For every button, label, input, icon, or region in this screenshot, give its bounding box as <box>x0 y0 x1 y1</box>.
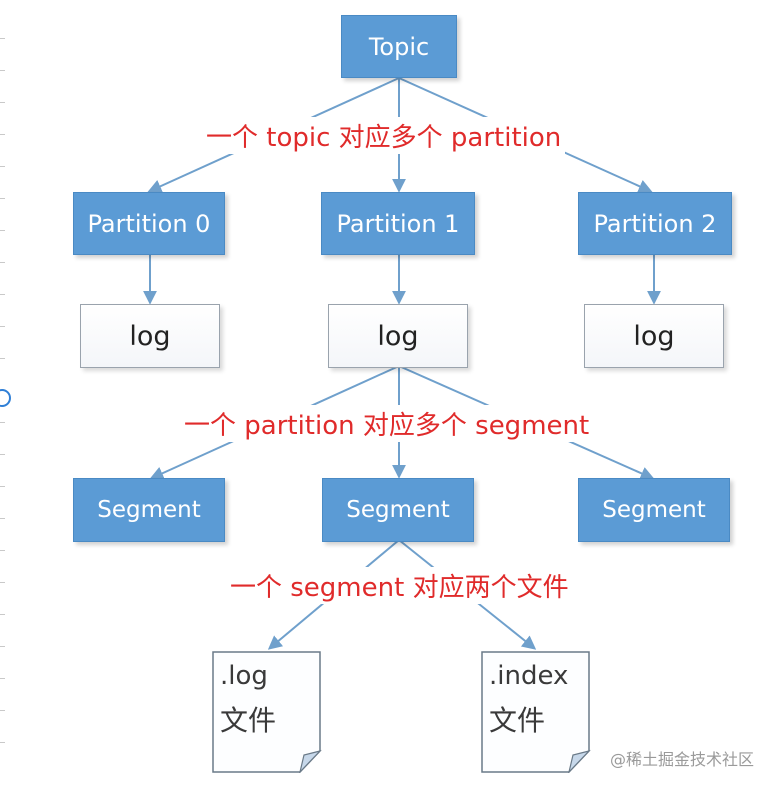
log-label: log <box>377 320 419 352</box>
log-box-0: log <box>80 304 220 368</box>
log-label: log <box>633 320 675 352</box>
segment-label: Segment <box>602 497 706 523</box>
segment-box-1: Segment <box>322 478 474 542</box>
file-word: 文件 <box>220 704 277 737</box>
document-icon <box>212 651 322 773</box>
file-ext: .index <box>489 661 569 691</box>
segment-box-2: Segment <box>578 478 730 542</box>
document-icon <box>481 651 591 773</box>
file-ext: .log <box>220 661 268 691</box>
segment-box-0: Segment <box>73 478 225 542</box>
partition-box-1: Partition 1 <box>321 192 475 255</box>
left-ruler <box>0 0 8 788</box>
segment-label: Segment <box>97 497 201 523</box>
topic-box: Topic <box>341 15 457 78</box>
partition-label: Partition 2 <box>593 209 717 238</box>
segment-label: Segment <box>346 497 450 523</box>
log-label: log <box>129 320 171 352</box>
topic-label: Topic <box>368 32 430 61</box>
partition-label: Partition 0 <box>87 209 211 238</box>
watermark: @稀土掘金技术社区 <box>609 750 754 769</box>
note-segment-files: 一个 segment 对应两个文件 <box>226 567 573 604</box>
note-topic-partition: 一个 topic 对应多个 partition <box>202 117 566 154</box>
file-index: .index 文件 <box>481 651 591 773</box>
file-log: .log 文件 <box>212 651 322 773</box>
log-box-2: log <box>584 304 724 368</box>
file-word: 文件 <box>489 704 546 737</box>
note-partition-segment: 一个 partition 对应多个 segment <box>180 405 594 442</box>
partition-box-2: Partition 2 <box>578 192 732 255</box>
partition-label: Partition 1 <box>336 209 460 238</box>
log-box-1: log <box>328 304 468 368</box>
anchor-circle-icon[interactable] <box>0 389 11 407</box>
partition-box-0: Partition 0 <box>73 192 225 255</box>
